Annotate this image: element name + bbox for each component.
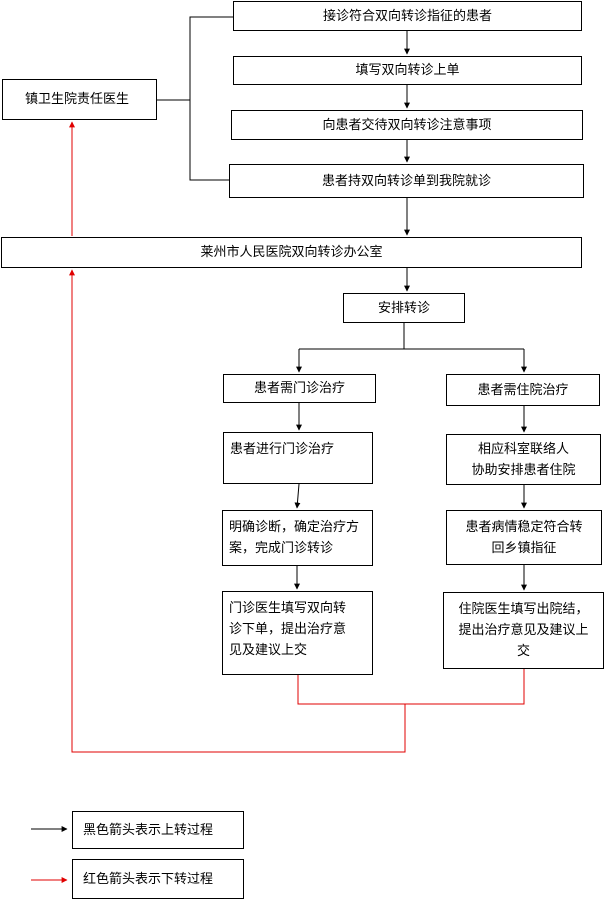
bracket-doctor <box>157 16 234 181</box>
legend-black-label: 黑色箭头表示上转过程 <box>72 811 244 849</box>
arrow-op-treat-diagnose <box>294 483 301 509</box>
node-township-doctor: 镇卫生院责任医生 <box>2 79 157 120</box>
node-dept-contact: 相应科室联络人 协助安排患者住院 <box>446 434 601 485</box>
node-patient-visits-hospital: 患者持双向转诊单到我院就诊 <box>229 164 584 198</box>
node-diagnosis-plan: 明确诊断，确定治疗方 案，完成门诊转诊 <box>222 510 373 566</box>
red-merge <box>297 669 525 705</box>
node-arrange-referral: 安排转诊 <box>343 293 465 323</box>
node-inpatient-doctor-form: 住院医生填写出院结， 提出治疗意见及建议上 交 <box>443 592 604 669</box>
node-outpatient-treatment: 患者进行门诊治疗 <box>223 432 373 484</box>
node-explain-precautions: 向患者交待双向转诊注意事项 <box>231 110 583 140</box>
node-outpatient-doctor-form: 门诊医生填写双向转 诊下单，提出治疗意 见及建议上交 <box>222 591 373 675</box>
node-stable-condition: 患者病情稳定符合转 回乡镇指征 <box>446 510 602 565</box>
downward-connectors <box>69 121 525 753</box>
upward-connectors <box>157 16 527 591</box>
legend-red-label: 红色箭头表示下转过程 <box>72 859 244 899</box>
node-referral-office: 莱州市人民医院双向转诊办公室 <box>1 237 582 268</box>
red-return-office <box>69 269 406 753</box>
node-receive-patient: 接诊符合双向转诊指征的患者 <box>233 1 582 31</box>
node-needs-outpatient: 患者需门诊治疗 <box>223 374 376 403</box>
node-fill-upward-form: 填写双向转诊上单 <box>233 56 582 85</box>
node-needs-inpatient: 患者需住院治疗 <box>446 374 600 406</box>
